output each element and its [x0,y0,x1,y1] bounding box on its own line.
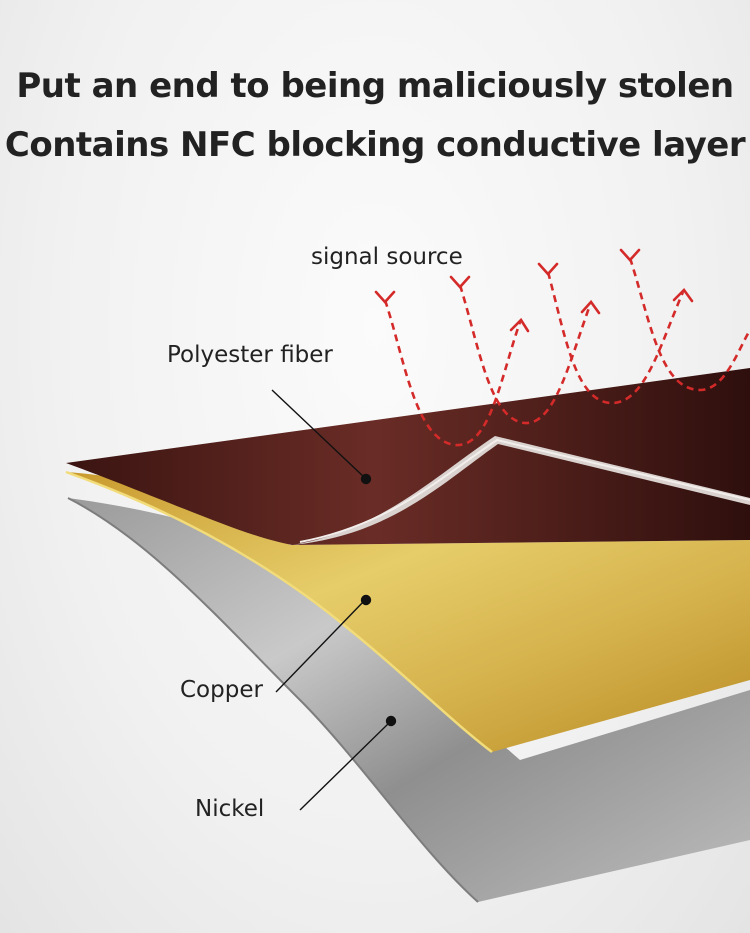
nickel-layer [68,498,750,902]
copper-dot [360,594,372,606]
signal-waves [383,257,750,447]
signal-arrowheads [374,248,694,333]
copper-label: Copper [180,677,263,703]
polyester-curl [292,436,750,545]
copper-leader [275,599,366,693]
headline-line-1: Put an end to being maliciously stolen [16,66,734,106]
signal-wave-4 [628,257,750,392]
nickel-label: Nickel [195,796,265,822]
polyester-curl-shade [299,438,750,543]
nickel-leader [299,721,391,811]
polyester-dot [360,473,372,485]
nickel-dot [385,715,397,727]
arrow-up-1 [509,317,530,333]
arrow-down-3 [537,262,559,276]
copper-edge [65,470,493,753]
polyester-layer [66,368,750,545]
polyester-fiber-label: Polyester fiber [167,342,333,368]
nickel-edge [67,497,479,903]
arrow-down-2 [449,275,471,289]
arrow-up-2 [580,299,601,315]
arrow-up-3 [672,288,694,303]
signal-source-label: signal source [311,244,463,270]
copper-layer [66,472,750,752]
arrow-down-4 [619,248,641,262]
signal-wave-1 [383,299,522,447]
arrow-down-1 [374,290,396,304]
headline-line-2: Contains NFC blocking conductive layer [4,125,746,165]
polyester-leader [271,389,366,479]
